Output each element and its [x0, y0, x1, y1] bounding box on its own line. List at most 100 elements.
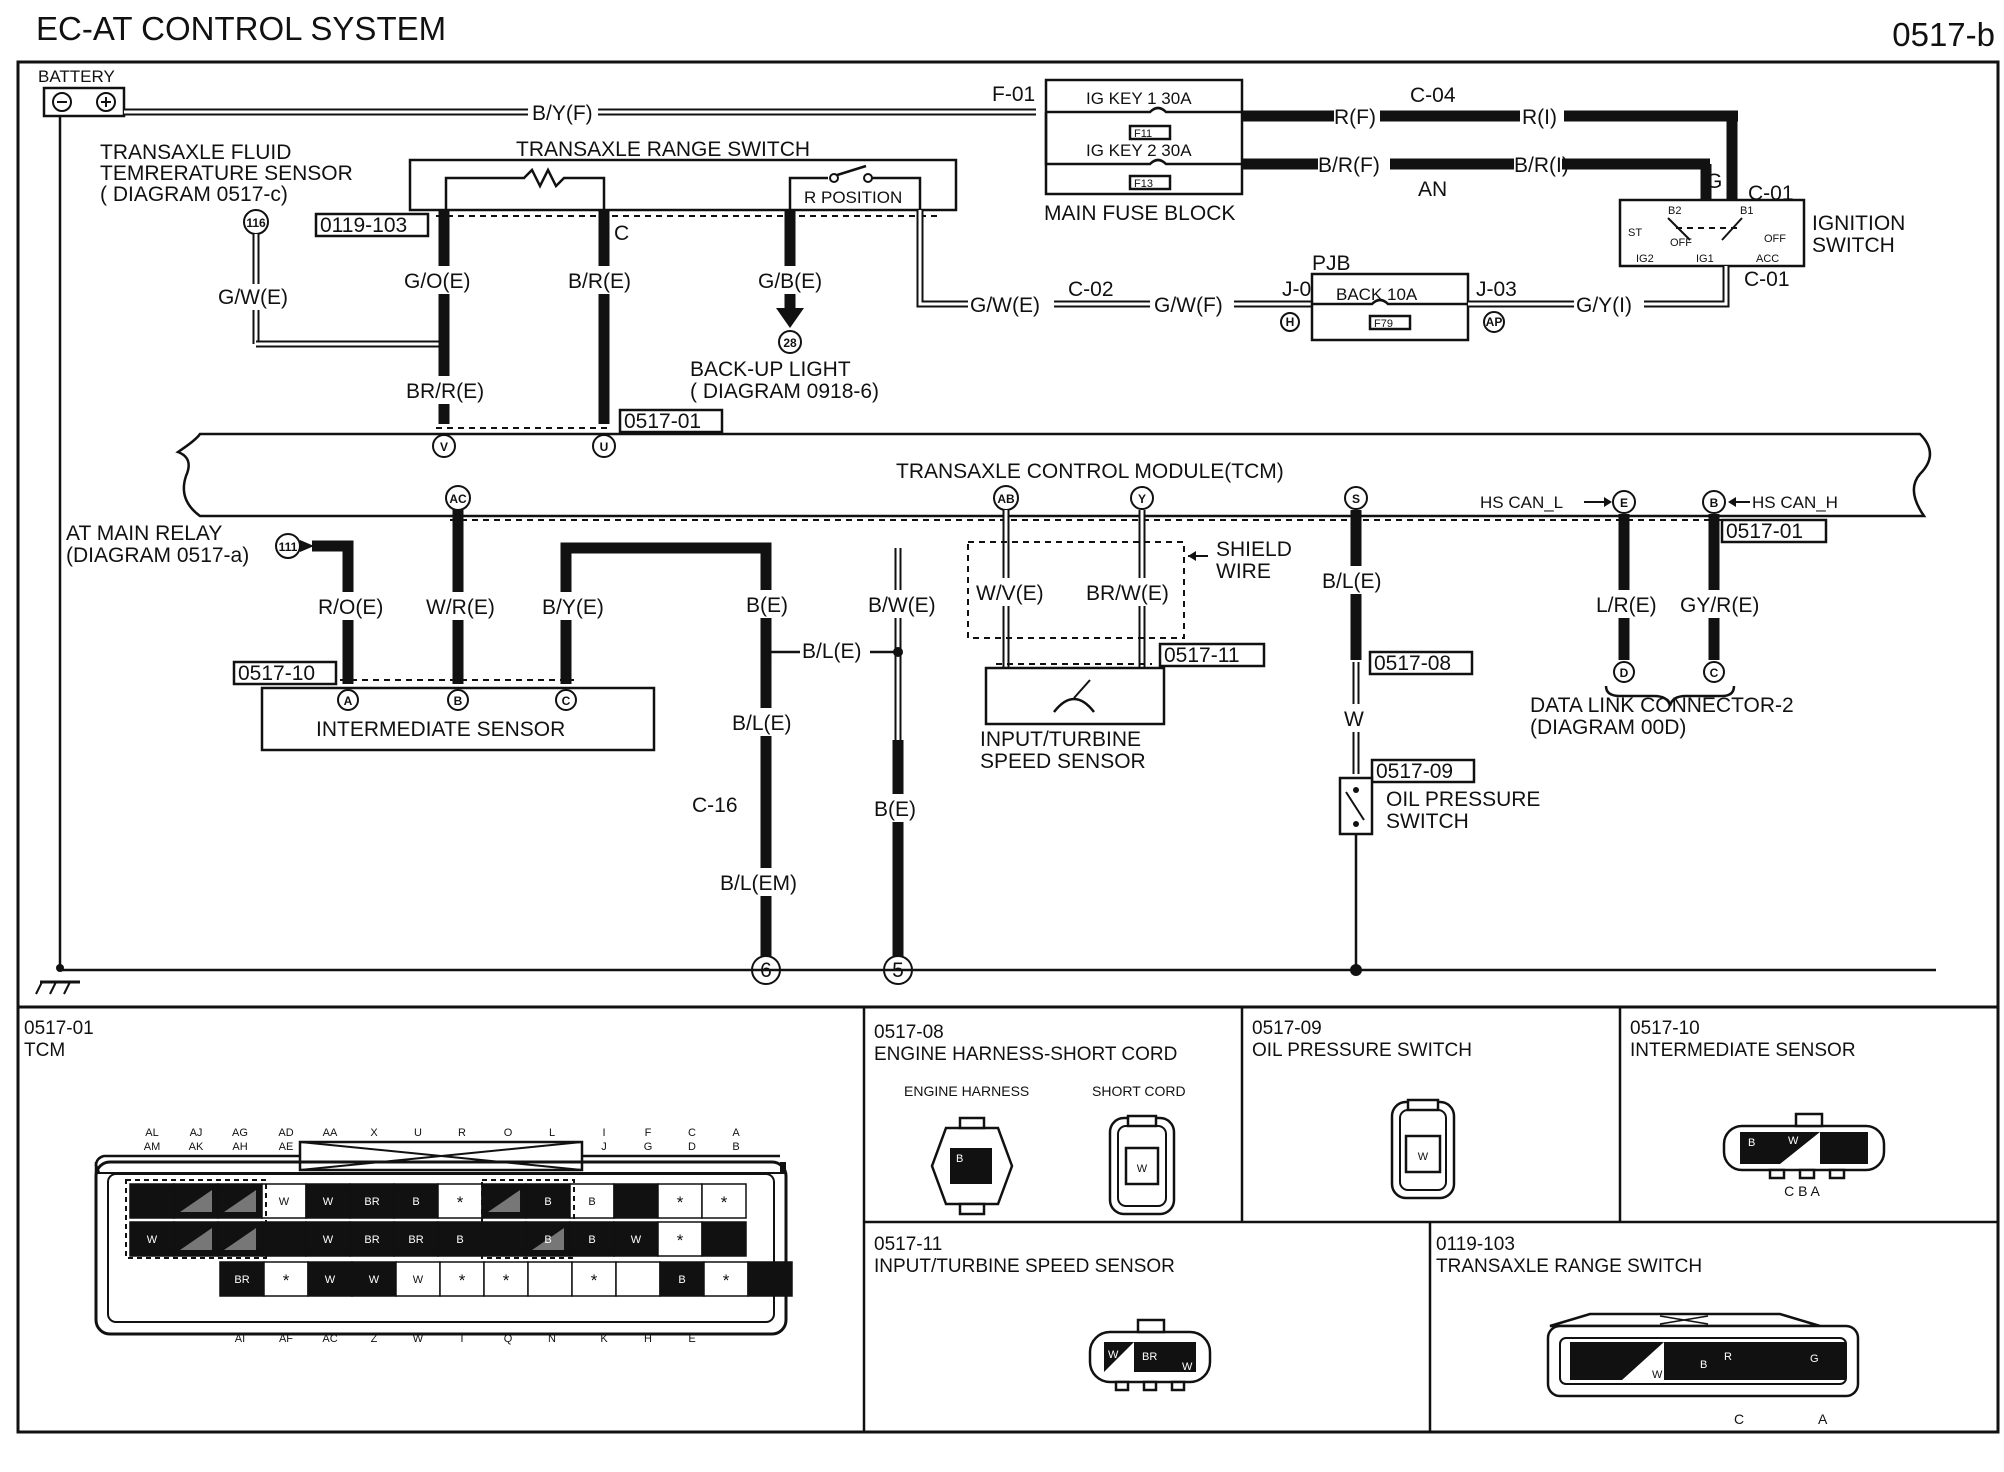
- svg-text:C B A: C B A: [1784, 1183, 1820, 1199]
- tcm-pin-cell: [613, 1183, 659, 1219]
- tcm-pin-cell: [395, 1261, 441, 1297]
- label-b-w-e: B/W(E): [868, 594, 936, 617]
- tcm-pin-cell: [307, 1261, 353, 1297]
- label-l-r-e: L/R(E): [1596, 594, 1657, 617]
- tcm-pin-label: AJ: [190, 1127, 203, 1139]
- svg-text:AB: AB: [997, 492, 1015, 506]
- shield-wire: [967, 541, 1185, 639]
- pin-s: [1344, 486, 1368, 510]
- svg-text:OIL PRESSURE: OIL PRESSURE: [1386, 788, 1540, 811]
- svg-text:INPUT/TURBINE SPEED SENSOR: INPUT/TURBINE SPEED SENSOR: [874, 1256, 1175, 1277]
- svg-text:28: 28: [783, 336, 797, 350]
- svg-text:B: B: [1748, 1137, 1755, 1149]
- tcm-pin-label: AA: [323, 1127, 338, 1139]
- svg-text:BACK 10A: BACK 10A: [1336, 285, 1418, 304]
- pin-d: [1613, 661, 1635, 683]
- tcm-pin-label: AG: [232, 1127, 248, 1139]
- svg-text:C: C: [1710, 666, 1719, 680]
- svg-text:G: G: [1810, 1353, 1819, 1365]
- tcm-pin-cell: [439, 1261, 485, 1297]
- intermediate-sensor: A B C INTERMEDIATE SENSOR: [260, 686, 656, 752]
- label-g-w-f: G/W(F): [1154, 294, 1223, 317]
- label-dlc-2: (DIAGRAM 00D): [1530, 716, 1686, 739]
- svg-text:0517-08: 0517-08: [874, 1022, 944, 1043]
- svg-text:W: W: [1137, 1163, 1148, 1175]
- label-at-relay-2: (DIAGRAM 0517-a): [66, 544, 249, 567]
- tcm-pin-color: BR: [364, 1234, 379, 1246]
- label-tcm: TRANSAXLE CONTROL MODULE(TCM): [896, 460, 1284, 483]
- diagram-frame: [16, 60, 2000, 1434]
- svg-text:W: W: [1108, 1349, 1119, 1361]
- label-g: G: [1706, 170, 1722, 193]
- svg-text:INPUT/TURBINE: INPUT/TURBINE: [980, 728, 1141, 751]
- tcm-pin-star: *: [677, 1231, 684, 1250]
- svg-text:PJB: PJB: [1312, 252, 1351, 275]
- label-c01-bottom: C-01: [1744, 268, 1790, 291]
- label-shield-1: SHIELD: [1216, 538, 1292, 561]
- tcm-pin-color: W: [413, 1274, 424, 1286]
- label-b-r-e: B/R(E): [568, 270, 631, 293]
- svg-text:0517-11: 0517-11: [1164, 644, 1240, 667]
- label-w-v-e: W/V(E): [976, 582, 1044, 605]
- tcm-pin-cell: [525, 1183, 571, 1219]
- tcm-pin-cell: [483, 1261, 529, 1297]
- svg-text:0517-10: 0517-10: [1630, 1018, 1700, 1039]
- tcm-pin-cell: [305, 1183, 351, 1219]
- page-title: EC-AT CONTROL SYSTEM: [36, 10, 446, 47]
- label-b-e-2: B(E): [874, 798, 916, 821]
- pin-ap: [1483, 311, 1505, 333]
- label-b-r-f: B/R(F): [1318, 154, 1380, 177]
- svg-text:116: 116: [246, 216, 266, 230]
- svg-text:U: U: [600, 440, 609, 454]
- tcm-pin-color: W: [323, 1196, 334, 1208]
- label-r-o-e: R/O(E): [318, 596, 383, 619]
- tcm-pin-cell: [129, 1221, 175, 1257]
- tcm-pin-label: I: [602, 1127, 605, 1139]
- label-gy-r-e: GY/R(E): [1680, 594, 1759, 617]
- svg-text:W: W: [1418, 1151, 1429, 1163]
- tcm-pin-label: AH: [232, 1141, 247, 1153]
- tcm-pin-cell: [701, 1221, 747, 1257]
- main-fuse-block: IG KEY 1 30A F11 IG KEY 2 30A F13 MAIN F…: [1044, 78, 1244, 225]
- label-b-r-i: B/R(I): [1514, 154, 1569, 177]
- label-w-r-e: W/R(E): [426, 596, 495, 619]
- label-g-w-e-left: G/W(E): [218, 286, 288, 309]
- connector-view-0517-10: 0517-10 INTERMEDIATE SENSOR B W C B A: [1630, 1018, 1886, 1199]
- svg-text:SWITCH: SWITCH: [1386, 810, 1469, 833]
- tcm-pin-color: BR: [364, 1196, 379, 1208]
- tcm-pin-star: *: [459, 1271, 466, 1290]
- tcm-pin-label: T: [459, 1333, 466, 1345]
- svg-text:TRANSAXLE RANGE SWITCH: TRANSAXLE RANGE SWITCH: [1436, 1256, 1702, 1277]
- svg-text:S: S: [1352, 492, 1360, 506]
- tcm-pin-star: *: [283, 1271, 290, 1290]
- svg-text:OIL PRESSURE SWITCH: OIL PRESSURE SWITCH: [1252, 1040, 1472, 1061]
- label-b-l-e-junction: B/L(E): [802, 640, 862, 663]
- tcm-pin-star: *: [457, 1193, 464, 1212]
- tcm-pin-label: C: [688, 1127, 696, 1139]
- svg-text:BATTERY: BATTERY: [38, 67, 115, 86]
- tcm-pin-color: B: [678, 1274, 685, 1286]
- tcm-pin-cell: [261, 1183, 307, 1219]
- svg-text:C: C: [562, 694, 571, 708]
- tcm-pin-color: W: [147, 1234, 158, 1246]
- svg-text:IG2: IG2: [1636, 253, 1654, 265]
- connector-view-0517-08: 0517-08 ENGINE HARNESS-SHORT CORD ENGINE…: [874, 1022, 1186, 1216]
- tcm-pin-color: B: [588, 1234, 595, 1246]
- tcm-pin-cell: [527, 1261, 573, 1297]
- tcm-pin-label: B: [732, 1141, 739, 1153]
- tcm-connector-view: 0517-01 TCM ALAJAGADAAXUROLIFCAAMAKAHAEA…: [24, 1018, 793, 1345]
- label-g-b-e: G/B(E): [758, 270, 822, 293]
- connector-0517-09: [1370, 758, 1476, 784]
- pin-c-dlc: [1703, 661, 1725, 683]
- ground-symbol: [35, 964, 80, 995]
- svg-text:BR: BR: [1142, 1351, 1157, 1363]
- connector-28: [778, 330, 802, 354]
- tcm-pin-label: A: [732, 1127, 740, 1139]
- svg-text:IGNITION: IGNITION: [1812, 212, 1905, 235]
- tcm-pin-star: *: [503, 1271, 510, 1290]
- svg-text:111: 111: [279, 540, 298, 554]
- tcm-pin-color: W: [323, 1234, 334, 1246]
- label-hs-can-l: HS CAN_L: [1480, 493, 1563, 512]
- label-j03: J-03: [1476, 278, 1517, 301]
- svg-text:SHORT CORD: SHORT CORD: [1092, 1083, 1186, 1099]
